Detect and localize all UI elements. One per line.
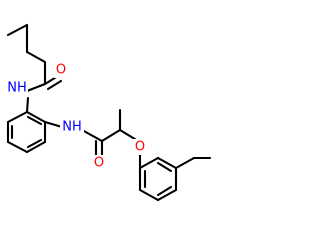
- ring1-bond-6: [6, 110, 29, 124]
- amide-n1-label: NH: [7, 81, 27, 96]
- ring1-inner-bond-2: [26, 138, 43, 149]
- atom-labels: NH O NH O O: [6, 62, 147, 171]
- bond-ring1-n2: [43, 120, 64, 129]
- ring2-bond-5: [138, 188, 160, 202]
- ether-o-label-group: O: [133, 139, 147, 155]
- benzene-ring-1: [6, 110, 64, 154]
- ring2-inner-bond-1: [156, 161, 173, 173]
- propanamide-linker: [80, 108, 142, 170]
- ring2-bond-2: [156, 156, 178, 170]
- amide-o1-label: O: [56, 63, 66, 78]
- bond-carbonyl-n1: [25, 82, 47, 93]
- ring1-bond-4: [6, 140, 29, 154]
- amide-n2-label-group: NH: [60, 119, 84, 135]
- amide-o1-label-group: O: [54, 62, 68, 78]
- ring1-bond-1: [25, 110, 47, 124]
- bond-ring2-methyl: [174, 156, 196, 170]
- benzene-ring-2: [138, 156, 212, 202]
- bond-carbonyl-o1-b: [46, 79, 63, 91]
- bond-carbonyl-alpha: [100, 128, 122, 143]
- bond-c1-c2: [6, 23, 29, 37]
- butanoyl-chain: [6, 23, 63, 114]
- bond-c3-c4: [25, 50, 47, 64]
- bond-n2-carbonyl: [80, 128, 104, 143]
- amide-o2-label-group: O: [92, 155, 106, 171]
- amide-o2-label: O: [94, 156, 104, 171]
- ring1-bond-3: [25, 140, 47, 154]
- ring1-inner-bond-1: [26, 115, 43, 126]
- ring2-bond-4: [156, 188, 178, 202]
- amide-n2-label: NH: [62, 120, 82, 135]
- amide-n1-label-group: NH: [6, 80, 28, 96]
- ring2-bond-1: [138, 156, 160, 170]
- ring2-inner-bond-2: [156, 185, 173, 197]
- bond-n1-ring: [25, 96, 30, 114]
- molecule-structure: NH O NH O O: [6, 23, 212, 202]
- ether-o-label: O: [135, 140, 145, 155]
